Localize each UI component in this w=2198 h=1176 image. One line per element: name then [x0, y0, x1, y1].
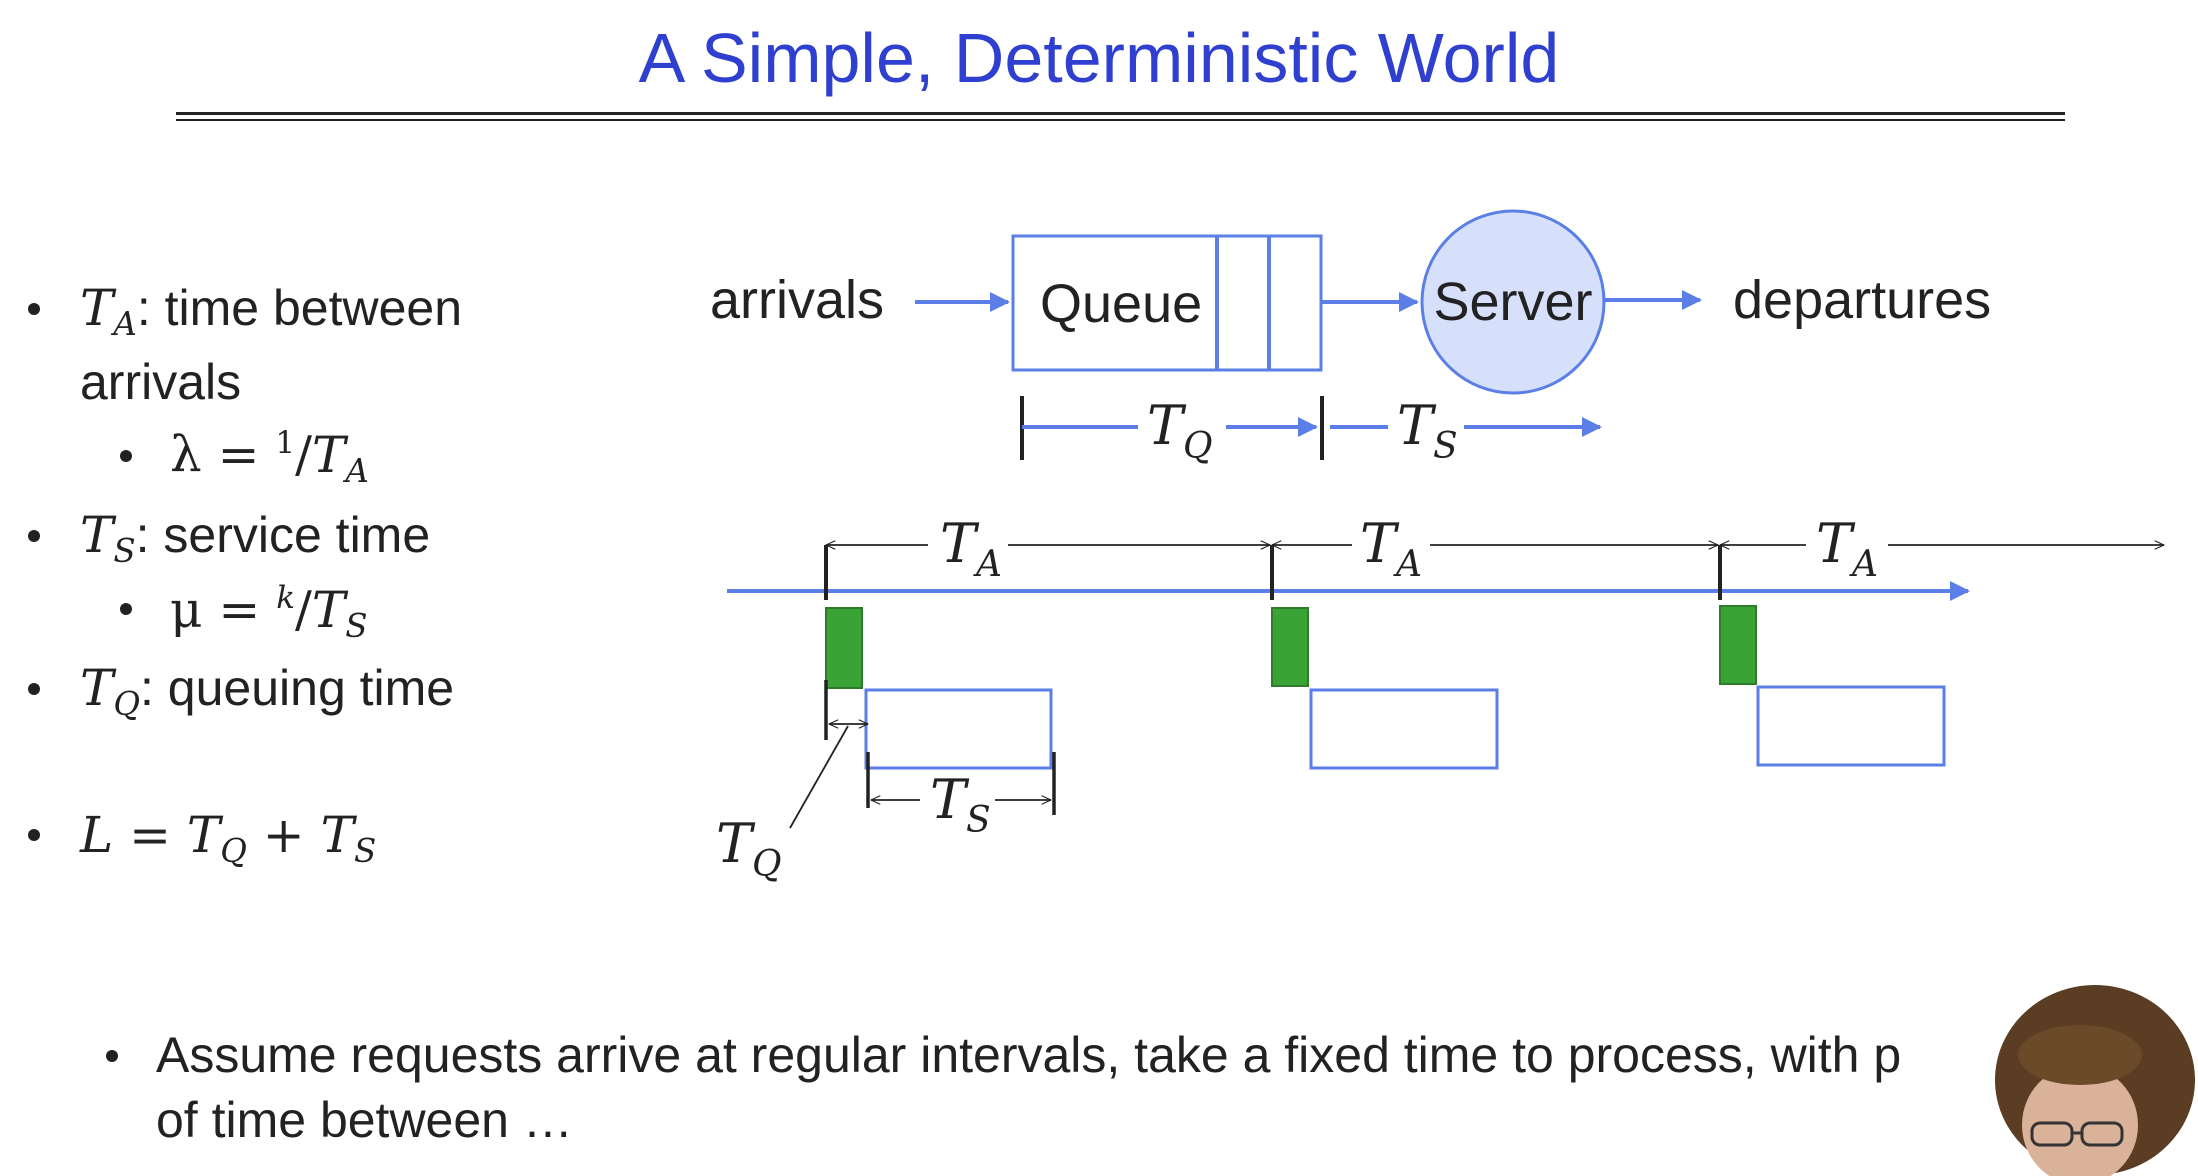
slide-title: A Simple, Deterministic World: [638, 19, 1560, 97]
arrival-markers: [825, 605, 1757, 689]
arrival-marker: [825, 607, 863, 689]
detail-brackets: [789, 680, 1056, 829]
arrivals-label: arrivals: [710, 270, 884, 330]
footer-line-1: Assume requests arrive at regular interv…: [156, 1027, 1902, 1083]
ta-label: TA: [1816, 512, 1878, 585]
bullet-dot: [28, 303, 40, 315]
ta-label: TA: [940, 512, 1002, 585]
bullet-dot: [120, 450, 132, 462]
queue-label: Queue: [1040, 274, 1202, 334]
tq-label-top: TQ: [1147, 394, 1213, 467]
service-box: [864, 688, 1053, 770]
tq-label-bottom: TQ: [716, 812, 782, 885]
presenter-image: [1970, 975, 2198, 1176]
bullet-dot: [28, 683, 40, 695]
server-label: Server: [1433, 272, 1592, 332]
bullet-dot: [28, 530, 40, 542]
presenter-avatar: [1970, 975, 2198, 1176]
bullet-ta-continued: arrivals: [80, 354, 242, 410]
bullet-tq: TQ: queuing time: [80, 659, 455, 723]
title-rule-top: [176, 112, 2065, 115]
math-symbol: TA: [80, 279, 137, 343]
footer-line-2: of time between …: [156, 1092, 573, 1148]
formula-lambda: λ = 1/TA: [170, 425, 369, 490]
service-box: [1309, 688, 1499, 770]
arrival-marker: [1271, 607, 1309, 687]
service-box: [1756, 685, 1946, 767]
title-rule-bottom: [176, 119, 2065, 121]
bullet-dot: [106, 1050, 118, 1062]
tq-ts-bracket: [1020, 396, 1602, 460]
service-boxes: [864, 685, 1946, 770]
arrival-ticks: [824, 545, 1722, 600]
formula-mu: μ = k/TS: [170, 580, 368, 645]
bullet-ta: TA: time between: [80, 279, 463, 343]
arrival-marker: [1719, 605, 1757, 685]
bullet-dot: [120, 603, 132, 615]
formula-L: L = TQ + TS: [80, 806, 377, 870]
ts-label-bottom: TS: [930, 768, 991, 841]
bullet-ts: TS: service time: [80, 506, 431, 570]
departures-label: departures: [1733, 270, 1991, 330]
ts-label-top: TS: [1397, 394, 1458, 467]
bullet-dot: [28, 829, 40, 841]
ta-label: TA: [1360, 512, 1422, 585]
